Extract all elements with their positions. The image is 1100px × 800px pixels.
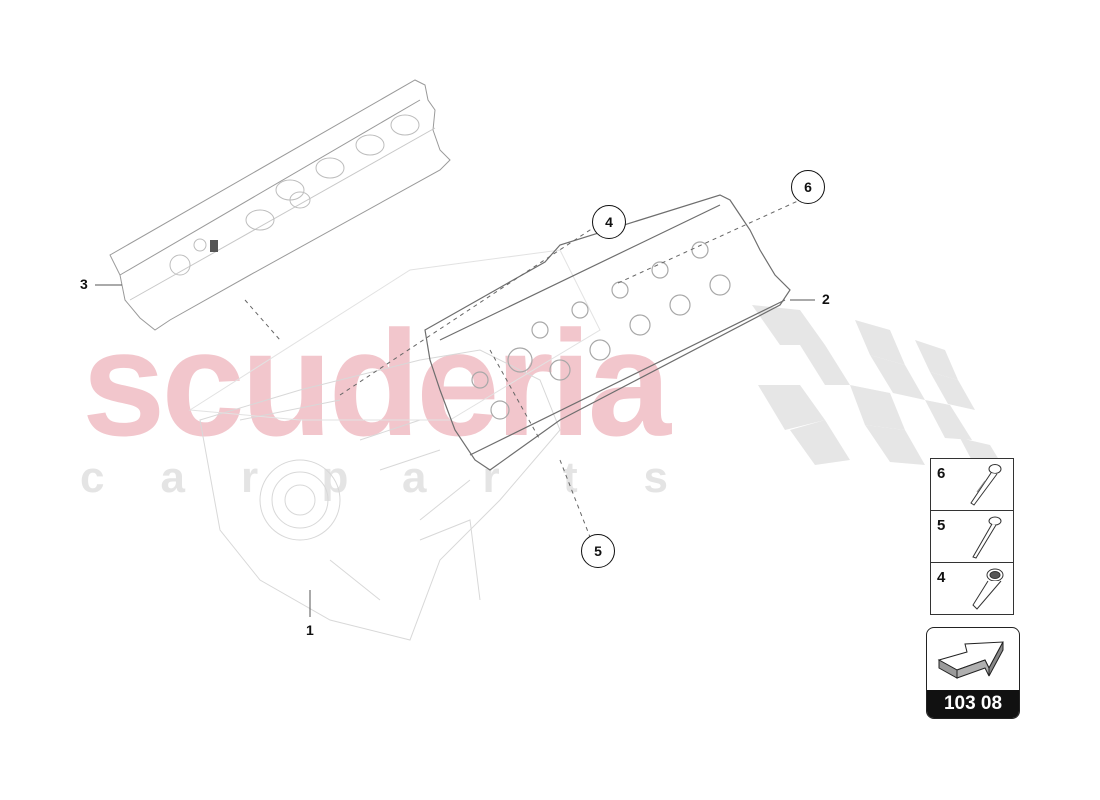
legend-item-4[interactable]: 4 — [931, 563, 1013, 614]
callout-4[interactable]: 4 — [592, 205, 626, 239]
legend-item-6[interactable]: 6 — [931, 459, 1013, 511]
callout-1[interactable]: 1 — [306, 622, 314, 638]
cylinder-head-left-drawing — [109, 79, 451, 331]
watermark-scuderia: scuderia — [82, 299, 671, 467]
callout-6[interactable]: 6 — [791, 170, 825, 204]
legend-item-5[interactable]: 5 — [931, 511, 1013, 563]
bolt-flanged-icon — [970, 464, 1002, 506]
cylinder-head-right-drawing — [424, 194, 791, 471]
arrow-3d-icon — [937, 641, 1004, 679]
next-page-button[interactable]: 103 08 — [926, 627, 1020, 719]
callout-3[interactable]: 3 — [80, 276, 88, 292]
callout-5[interactable]: 5 — [581, 534, 615, 568]
page-code: 103 08 — [927, 690, 1019, 718]
engine-block-drawing — [199, 349, 561, 641]
parts-legend: 6 5 4 — [930, 458, 1014, 615]
valve-guide-icon — [972, 568, 1004, 610]
bolt-long-icon — [972, 516, 1002, 559]
callout-2[interactable]: 2 — [822, 291, 830, 307]
